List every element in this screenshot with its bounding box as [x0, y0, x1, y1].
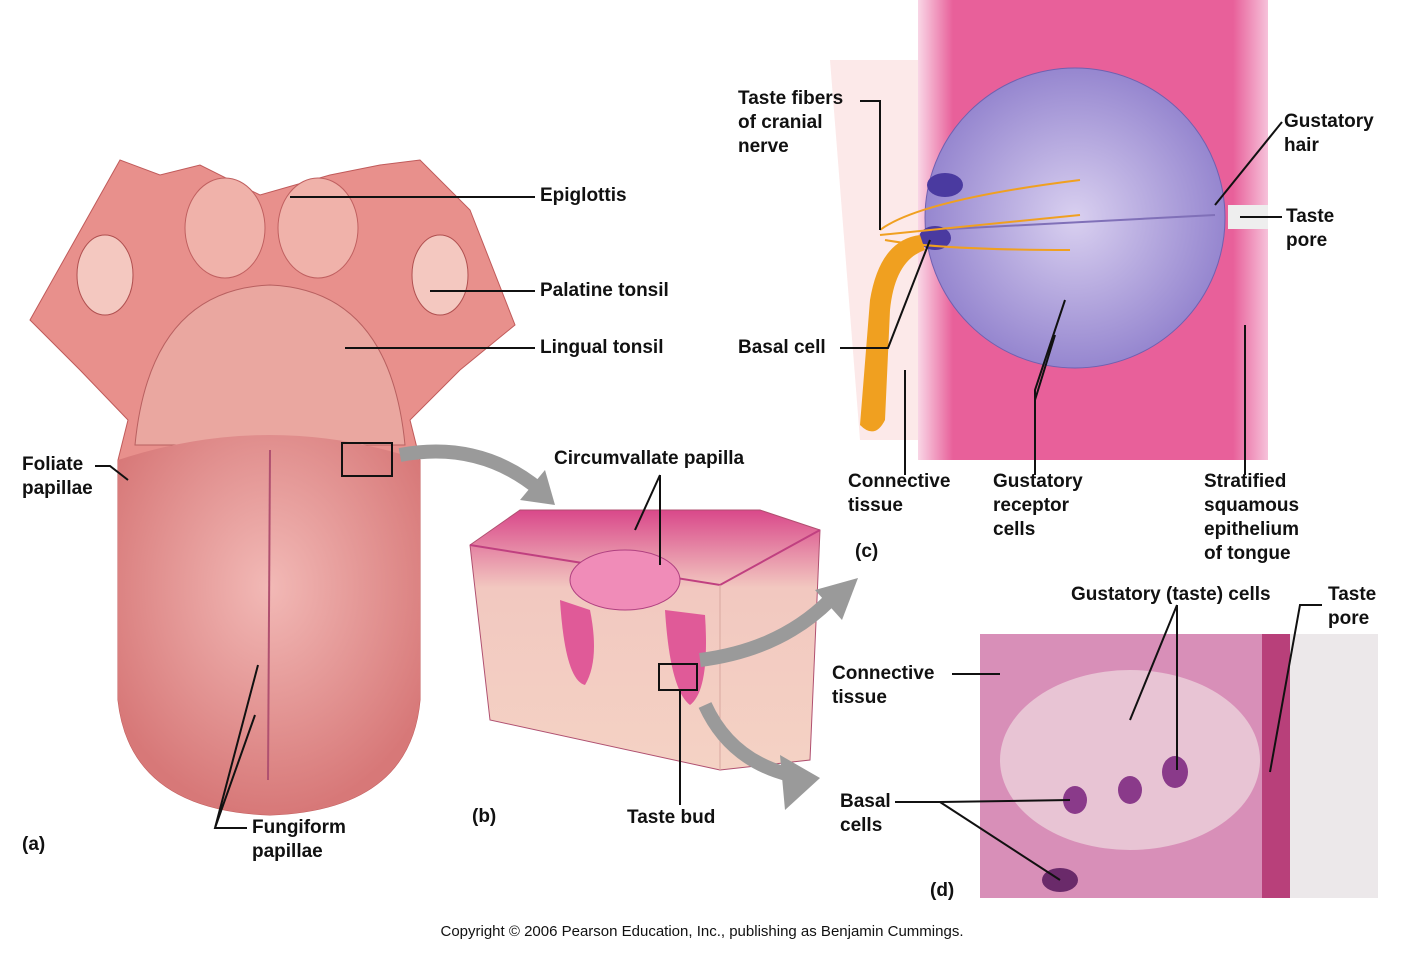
taste-bud-drawing: [830, 0, 1268, 460]
label-gustatory-taste-cells: Gustatory (taste) cells: [1071, 584, 1271, 605]
panel-label-d: (d): [930, 880, 955, 901]
label-lingual-tonsil: Lingual tonsil: [540, 337, 664, 358]
leader-lines: [95, 100, 1322, 881]
circumvallate-papilla-block: [469, 509, 821, 771]
panel-label-a: (a): [22, 834, 46, 855]
tongue-drawing: [29, 159, 516, 816]
label-basal-cell: Basal cell: [738, 337, 826, 358]
label-circumvallate-papilla: Circumvallate papilla: [554, 448, 745, 469]
panel-label-c: (c): [855, 541, 879, 562]
label-taste-bud: Taste bud: [627, 807, 716, 828]
copyright-notice: Copyright © 2006 Pearson Education, Inc.…: [440, 923, 964, 940]
taste-bud-micrograph: [980, 634, 1378, 898]
panel-label-b: (b): [472, 806, 497, 827]
label-palatine-tonsil: Palatine tonsil: [540, 280, 669, 301]
label-epiglottis: Epiglottis: [540, 185, 627, 206]
